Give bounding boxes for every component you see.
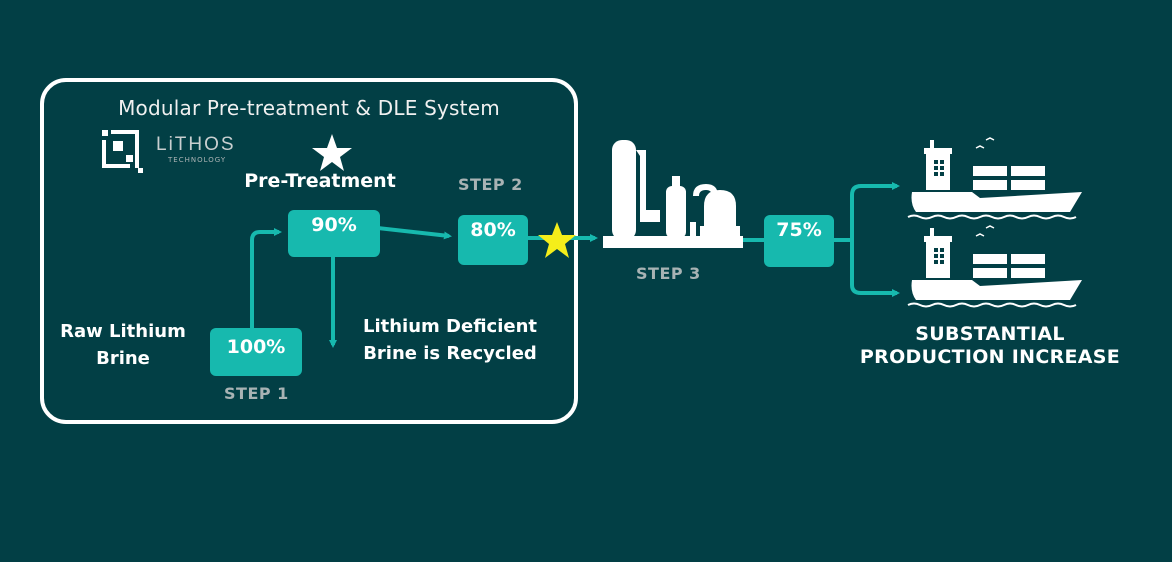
cargo-ship-bottom-icon: [907, 225, 1082, 308]
dle-system-frame: [40, 78, 578, 424]
yellow-star-icon: [538, 222, 576, 258]
step2-value: 80%: [470, 219, 516, 241]
outcome-label: SUBSTANTIAL PRODUCTION INCREASE: [840, 323, 1140, 369]
raw-brine-line2: Brine: [96, 348, 150, 369]
step1-label: STEP 1: [224, 384, 289, 403]
step2-box: 80%: [458, 215, 528, 265]
recycle-label: Lithium Deficient Brine is Recycled: [345, 313, 555, 367]
pretreat-value: 90%: [311, 214, 357, 236]
pre-treatment-label: Pre-Treatment: [244, 170, 396, 192]
arrow-branch-top: [850, 182, 900, 240]
step3-output-value: 75%: [776, 219, 822, 241]
logo-subtitle: TECHNOLOGY: [168, 156, 227, 164]
logo-name: LiTHOS: [156, 134, 236, 155]
step1-box: 100%: [210, 328, 302, 376]
pretreat-box: 90%: [288, 210, 380, 257]
arrow-step1-to-pretreat: [250, 228, 282, 330]
lithos-logo-mark-icon: [102, 130, 143, 173]
system-title: Modular Pre-treatment & DLE System: [118, 96, 500, 120]
step2-label: STEP 2: [458, 175, 523, 194]
step1-value: 100%: [226, 336, 286, 358]
lithos-logo: LiTHOS TECHNOLOGY: [100, 128, 260, 178]
outcome-line1: SUBSTANTIAL: [915, 323, 1065, 345]
recycle-line2: Brine is Recycled: [363, 343, 537, 364]
raw-brine-line1: Raw Lithium: [60, 321, 186, 342]
step3-output-box: 75%: [764, 215, 834, 267]
arrow-pretreat-to-step2: [377, 226, 452, 240]
outcome-line2: PRODUCTION INCREASE: [859, 346, 1121, 368]
white-star-icon: [312, 134, 352, 171]
arrow-branch-bottom: [850, 240, 900, 297]
cargo-ship-top-icon: [907, 137, 1082, 220]
raw-brine-label: Raw Lithium Brine: [48, 318, 198, 372]
recycle-line1: Lithium Deficient: [362, 316, 538, 337]
step3-label: STEP 3: [636, 264, 701, 283]
